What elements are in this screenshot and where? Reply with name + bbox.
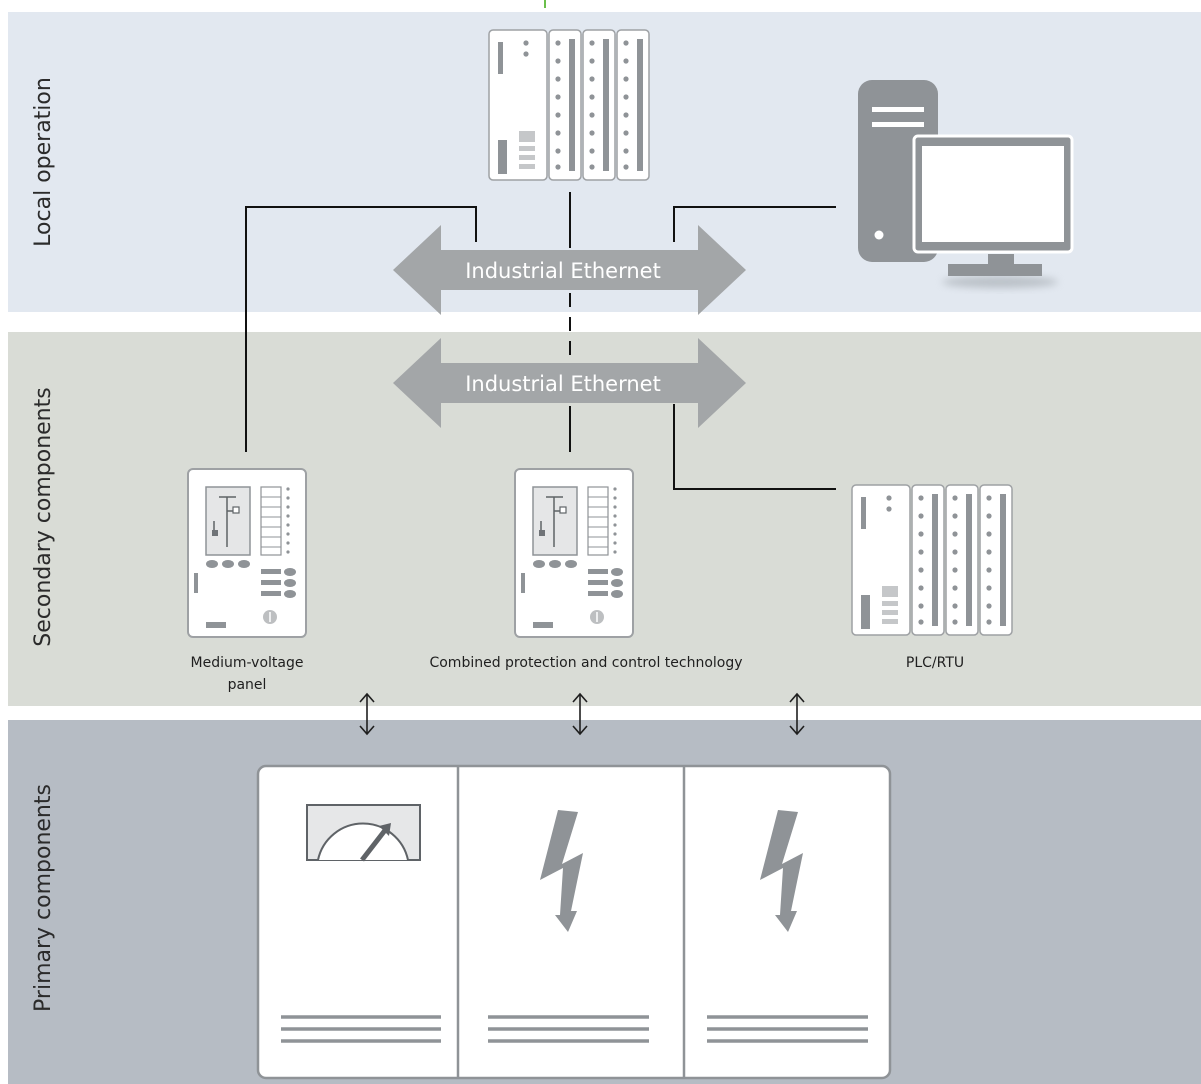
band-label-secondary: Secondary components — [31, 387, 56, 646]
line-computer-to-upper-bus — [673, 206, 836, 242]
mv-panel-relay-icon — [187, 468, 307, 638]
analog-meter-icon — [306, 804, 421, 862]
band-label-primary: Primary components — [31, 784, 56, 1012]
plc-rack-icon — [488, 29, 650, 181]
plc-rtu-rack-icon — [851, 484, 1013, 636]
lightning-bolt-icon — [540, 810, 583, 932]
cabinet-vent-lines — [281, 1015, 868, 1043]
lower-bus-label: Industrial Ethernet — [465, 372, 661, 396]
label-mv-panel-line1: Medium-voltage — [191, 655, 304, 671]
line-lower-bus-to-plc — [673, 404, 836, 490]
label-plc-rtu: PLC/RTU — [906, 655, 964, 671]
upper-bus-label: Industrial Ethernet — [465, 259, 661, 283]
combined-relay-icon — [514, 468, 634, 638]
upper-ethernet-bus: Industrial Ethernet — [393, 225, 746, 315]
line-mv-panel-to-upper-bus — [245, 206, 477, 452]
connection-lines — [245, 192, 836, 490]
desktop-computer-icon — [858, 80, 1074, 288]
bidirectional-arrow-icon — [572, 693, 588, 735]
label-combined: Combined protection and control technolo… — [429, 655, 742, 671]
bidirectional-arrow-icon — [359, 693, 375, 735]
lower-ethernet-bus: Industrial Ethernet — [393, 338, 746, 428]
switchgear-cabinets — [256, 764, 892, 1080]
label-mv-panel-line2: panel — [228, 677, 267, 693]
lightning-bolt-icon — [760, 810, 803, 932]
bidirectional-arrow-icon — [789, 693, 805, 735]
band-label-local: Local operation — [31, 77, 56, 247]
